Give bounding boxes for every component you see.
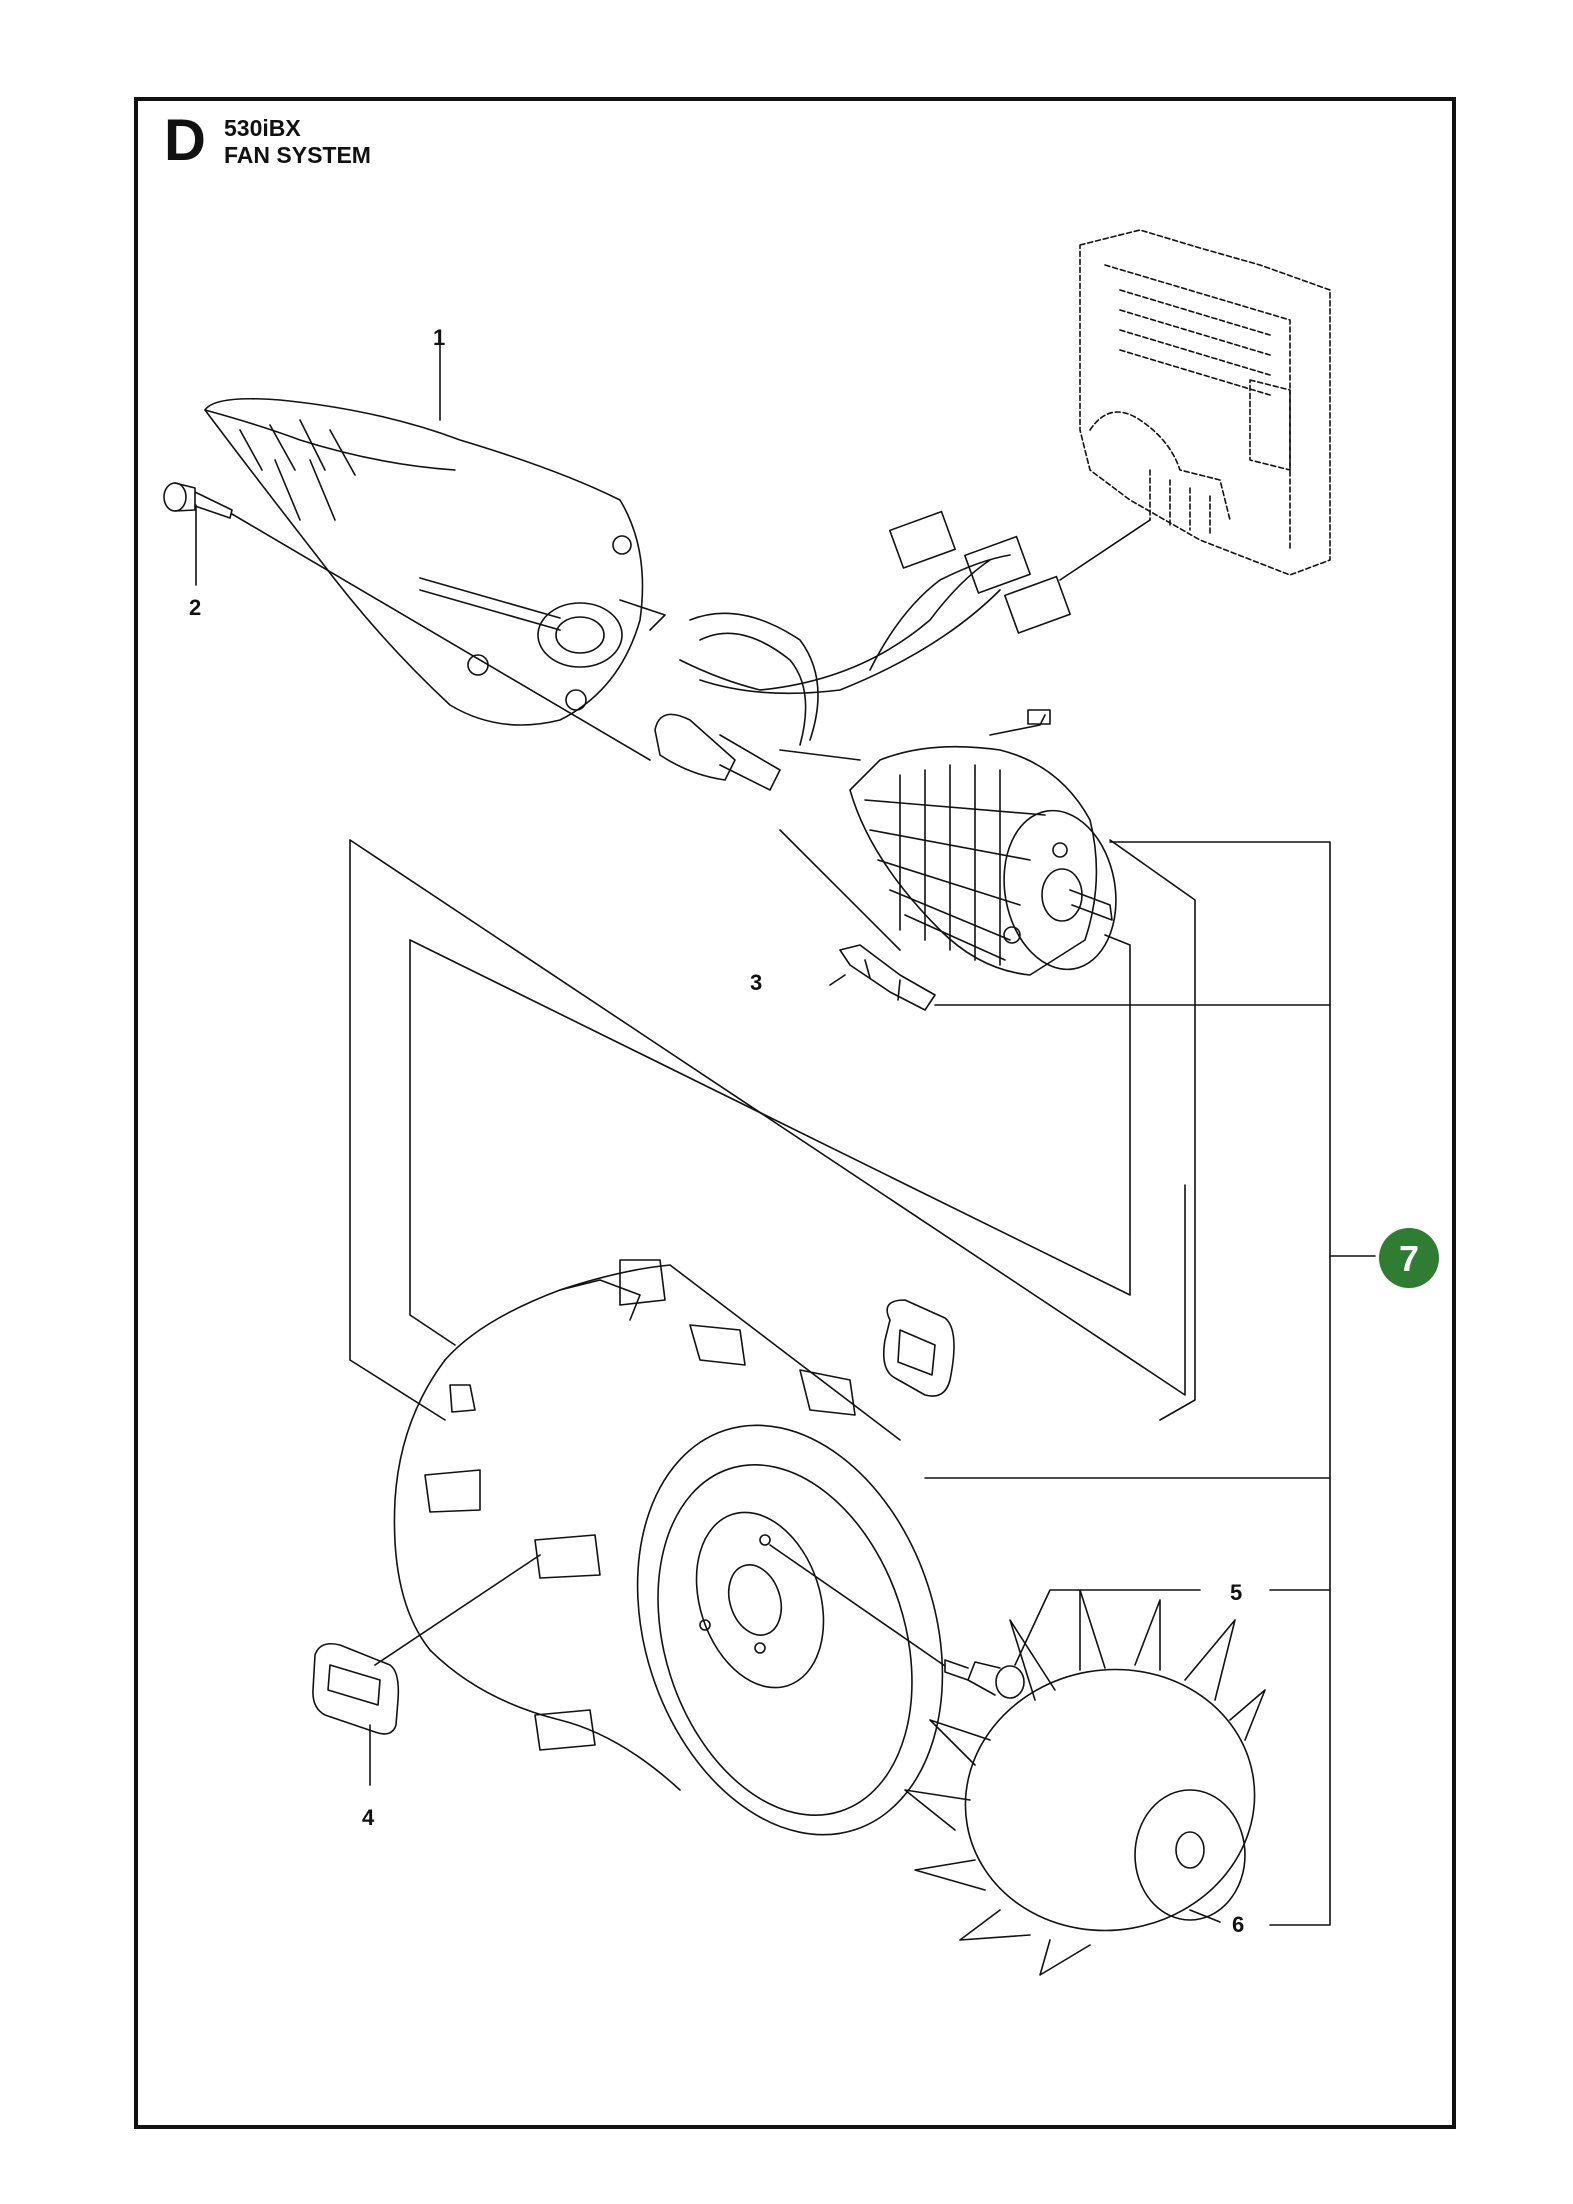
clip-part-3 — [839, 944, 936, 1011]
nose-cone-housing — [204, 397, 666, 726]
callout-6: 6 — [1232, 1912, 1244, 1937]
page-frame — [134, 97, 1456, 2129]
circuit-board — [1079, 229, 1331, 576]
leader-lines — [195, 344, 1221, 1923]
fan-housing — [393, 1259, 955, 1836]
screw-part-2 — [163, 482, 233, 519]
callout-5: 5 — [1230, 1580, 1242, 1605]
callout-3: 3 — [750, 970, 762, 995]
kit-badge — [1379, 1228, 1439, 1288]
diagram-title: FAN SYSTEM — [224, 142, 371, 168]
callout-2: 2 — [189, 595, 201, 620]
cable-harness — [654, 510, 1151, 791]
fan-impeller — [904, 1589, 1266, 1976]
callout-1: 1 — [433, 325, 445, 350]
model-name: 530iBX — [224, 115, 301, 141]
motor — [849, 745, 1117, 976]
screw-part-5 — [944, 1659, 1025, 1699]
callout-4: 4 — [362, 1805, 375, 1830]
grommet-part-4 — [312, 1642, 400, 1735]
kit-badge-label: 7 — [1399, 1238, 1419, 1279]
assembly-guides — [349, 829, 1196, 1421]
section-letter: D — [164, 108, 206, 173]
kit-bracket — [924, 841, 1376, 1926]
